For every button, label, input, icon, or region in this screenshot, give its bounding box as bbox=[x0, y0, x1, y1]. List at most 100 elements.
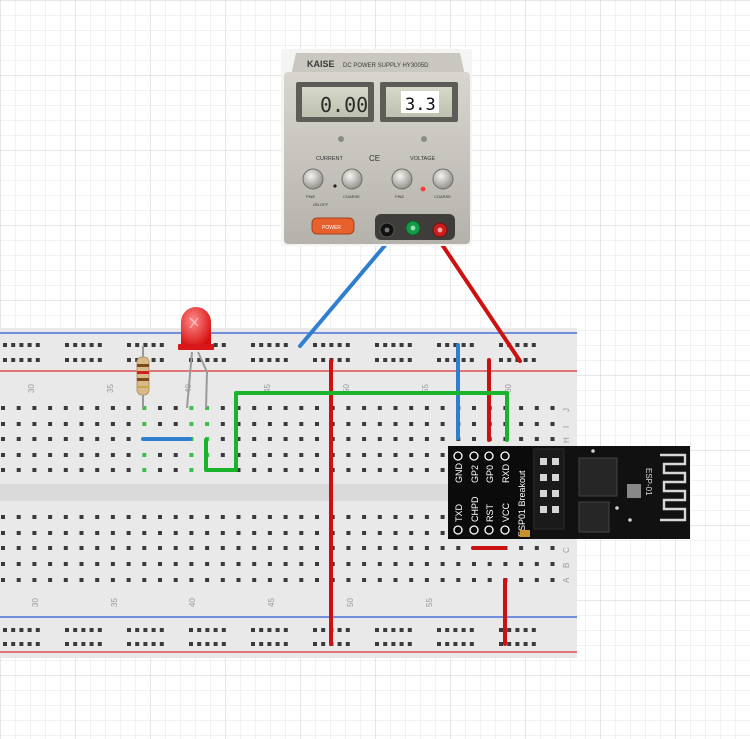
breadboard-hole bbox=[534, 578, 539, 582]
led-dome bbox=[181, 307, 211, 346]
breadboard-hole bbox=[409, 453, 414, 457]
breadboard-hole bbox=[499, 358, 503, 362]
psu-brand: KAISE bbox=[307, 59, 335, 69]
breadboard-hole bbox=[126, 515, 131, 519]
breadboard-hole bbox=[159, 343, 164, 347]
breadboard-hole bbox=[95, 453, 100, 457]
breadboard-hole bbox=[63, 562, 68, 566]
pin-label-vcc: VCC bbox=[501, 502, 511, 522]
breadboard-hole bbox=[267, 343, 272, 347]
breadboard-hole bbox=[95, 468, 100, 472]
breadboard-hole bbox=[173, 578, 178, 582]
breadboard-hole bbox=[213, 343, 218, 347]
breadboard-hole bbox=[531, 343, 536, 347]
breadboard-hole bbox=[321, 358, 326, 362]
breadboard-hole bbox=[456, 578, 461, 582]
pin-pad-gnd bbox=[453, 451, 463, 461]
breadboard-hole bbox=[35, 628, 40, 632]
wire-psu-ground bbox=[298, 241, 389, 348]
breadboard-hole bbox=[3, 358, 7, 362]
breadboard-hole bbox=[126, 453, 131, 457]
power-button-label: POWER bbox=[322, 225, 341, 231]
breadboard-hole bbox=[48, 578, 53, 582]
breadboard-hole bbox=[456, 562, 461, 566]
breadboard-hole bbox=[267, 468, 272, 472]
breadboard-hole bbox=[16, 453, 21, 457]
breadboard-hole bbox=[1, 468, 5, 472]
breadboard-hole bbox=[236, 578, 241, 582]
breadboard-hole bbox=[469, 343, 474, 347]
breadboard-hole bbox=[315, 562, 319, 566]
breadboard-hole bbox=[16, 468, 21, 472]
breadboard-hole bbox=[267, 422, 272, 426]
breadboard-hole bbox=[377, 546, 382, 550]
breadboard-hole bbox=[110, 468, 115, 472]
breadboard-hole bbox=[424, 422, 429, 426]
breadboard-hole bbox=[213, 628, 218, 632]
breadboard-hole bbox=[151, 628, 156, 632]
breadboard-hole bbox=[251, 343, 255, 347]
voltage-section-label: VOLTAGE bbox=[410, 156, 435, 162]
led bbox=[178, 307, 214, 409]
breakout-board-text: ESP01 Breakout bbox=[517, 470, 527, 537]
breadboard-hole bbox=[73, 358, 78, 362]
breadboard-hole bbox=[283, 562, 288, 566]
pin-pad-rxd bbox=[500, 451, 510, 461]
breadboard-hole bbox=[63, 578, 68, 582]
breadboard-hole bbox=[409, 406, 414, 410]
breadboard-hole bbox=[519, 546, 524, 550]
header-pin bbox=[552, 490, 559, 497]
breadboard-hole bbox=[519, 437, 524, 441]
breadboard-hole bbox=[11, 343, 16, 347]
breadboard-hole bbox=[142, 546, 147, 550]
breadboard-hole bbox=[79, 453, 84, 457]
breadboard-hole bbox=[110, 515, 115, 519]
current-fine-knob bbox=[302, 168, 324, 190]
breadboard-hole bbox=[97, 343, 102, 347]
breadboard-hole bbox=[362, 406, 367, 410]
breadboard-hole bbox=[469, 358, 474, 362]
breadboard-hole bbox=[19, 358, 24, 362]
breadboard-hole bbox=[27, 628, 32, 632]
breadboard-hole bbox=[283, 515, 288, 519]
breadboard-hole bbox=[393, 515, 398, 519]
breadboard-hole bbox=[259, 343, 264, 347]
breadboard-hole bbox=[337, 642, 342, 646]
breadboard-hole bbox=[507, 628, 512, 632]
breadboard-hole bbox=[48, 468, 53, 472]
breadboard-hole bbox=[205, 628, 210, 632]
breadboard-hole bbox=[377, 453, 382, 457]
pin-pad-rst bbox=[484, 525, 494, 535]
breadboard-hole bbox=[142, 531, 147, 535]
breadboard-hole bbox=[469, 642, 474, 646]
pin-pad-txd bbox=[453, 525, 463, 535]
breadboard-hole bbox=[377, 437, 382, 441]
breadboard-hole bbox=[362, 515, 367, 519]
breadboard-hole bbox=[173, 468, 178, 472]
breadboard-hole bbox=[205, 531, 210, 535]
column-number-60: 60 bbox=[504, 384, 513, 393]
breadboard-hole bbox=[189, 453, 194, 457]
breadboard-hole bbox=[315, 515, 319, 519]
breadboard-hole bbox=[409, 468, 414, 472]
breadboard-hole bbox=[409, 546, 414, 550]
breadboard-hole bbox=[377, 422, 382, 426]
breadboard-hole bbox=[79, 515, 84, 519]
breadboard-hole bbox=[158, 422, 162, 426]
breadboard-hole bbox=[345, 358, 350, 362]
breadboard-hole bbox=[1, 422, 5, 426]
breadboard-hole bbox=[127, 628, 131, 632]
breadboard-hole bbox=[377, 562, 382, 566]
breadboard-hole bbox=[16, 515, 21, 519]
breadboard-hole bbox=[65, 642, 69, 646]
breadboard-hole bbox=[299, 546, 304, 550]
breadboard-hole bbox=[362, 546, 367, 550]
column-number-30-bottom: 30 bbox=[31, 598, 40, 607]
breadboard-hole bbox=[189, 515, 194, 519]
breadboard-hole bbox=[393, 531, 398, 535]
breadboard-hole bbox=[383, 343, 388, 347]
breadboard-hole bbox=[197, 628, 202, 632]
breadboard-hole bbox=[345, 343, 350, 347]
led-anode-lead bbox=[205, 371, 208, 409]
breadboard-hole bbox=[220, 437, 225, 441]
